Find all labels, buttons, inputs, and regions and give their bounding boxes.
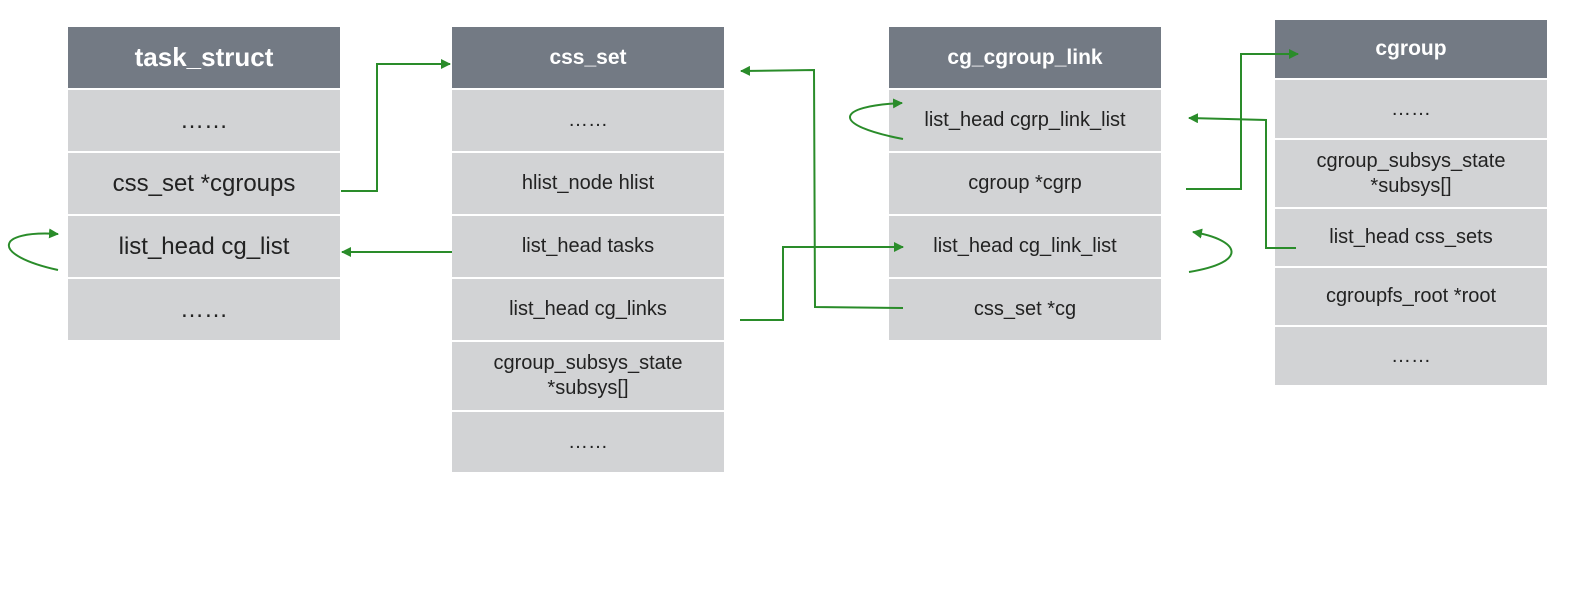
cgroup-field-subsys: cgroup_subsys_state *subsys[] <box>1275 138 1547 207</box>
task-struct-box: task_struct …… css_set *cgroups list_hea… <box>68 27 340 340</box>
cgroup-field-root: cgroupfs_root *root <box>1275 266 1547 325</box>
css-set-title: css_set <box>452 27 724 88</box>
css-set-field-ellipsis-bottom: …… <box>452 410 724 472</box>
css-set-field-cg-links: list_head cg_links <box>452 277 724 340</box>
cg-cgroup-link-field-cg-link-list: list_head cg_link_list <box>889 214 1161 277</box>
arrow-cg-list-self-loop <box>8 228 59 271</box>
cgroup-title: cgroup <box>1275 20 1547 78</box>
arrow-cg-link-list-self-loop <box>1188 228 1233 273</box>
css-set-field-hlist: hlist_node hlist <box>452 151 724 214</box>
cg-cgroup-link-field-cgrp-link-list: list_head cgrp_link_list <box>889 88 1161 151</box>
css-set-box: css_set …… hlist_node hlist list_head ta… <box>452 27 724 472</box>
arrow-cgroups-to-css-set <box>341 59 451 192</box>
task-struct-field-ellipsis-top: …… <box>68 88 340 151</box>
task-struct-title: task_struct <box>68 27 340 88</box>
cg-cgroup-link-box: cg_cgroup_link list_head cgrp_link_list … <box>889 27 1161 340</box>
arrow-cg-to-css-set <box>740 65 904 309</box>
cgroup-box: cgroup …… cgroup_subsys_state *subsys[] … <box>1275 20 1547 385</box>
cg-cgroup-link-field-cg: css_set *cg <box>889 277 1161 340</box>
cgroup-field-ellipsis-top: …… <box>1275 78 1547 138</box>
css-set-field-ellipsis-top: …… <box>452 88 724 151</box>
task-struct-field-cgroups: css_set *cgroups <box>68 151 340 214</box>
cg-cgroup-link-title: cg_cgroup_link <box>889 27 1161 88</box>
task-struct-field-cg-list: list_head cg_list <box>68 214 340 277</box>
arrow-css-sets-to-cgrp-link-list <box>1188 113 1296 249</box>
cgroup-field-css-sets: list_head css_sets <box>1275 207 1547 266</box>
cg-cgroup-link-field-cgrp: cgroup *cgrp <box>889 151 1161 214</box>
css-set-field-subsys: cgroup_subsys_state *subsys[] <box>452 340 724 410</box>
css-set-field-tasks: list_head tasks <box>452 214 724 277</box>
task-struct-field-ellipsis-bottom: …… <box>68 277 340 340</box>
cgroup-field-ellipsis-bottom: …… <box>1275 325 1547 385</box>
arrow-cg-links-to-cg-link-list <box>740 242 904 321</box>
arrow-cgrp-to-cgroup <box>1186 49 1299 190</box>
arrow-cgrp-link-list-self-loop <box>849 98 904 140</box>
